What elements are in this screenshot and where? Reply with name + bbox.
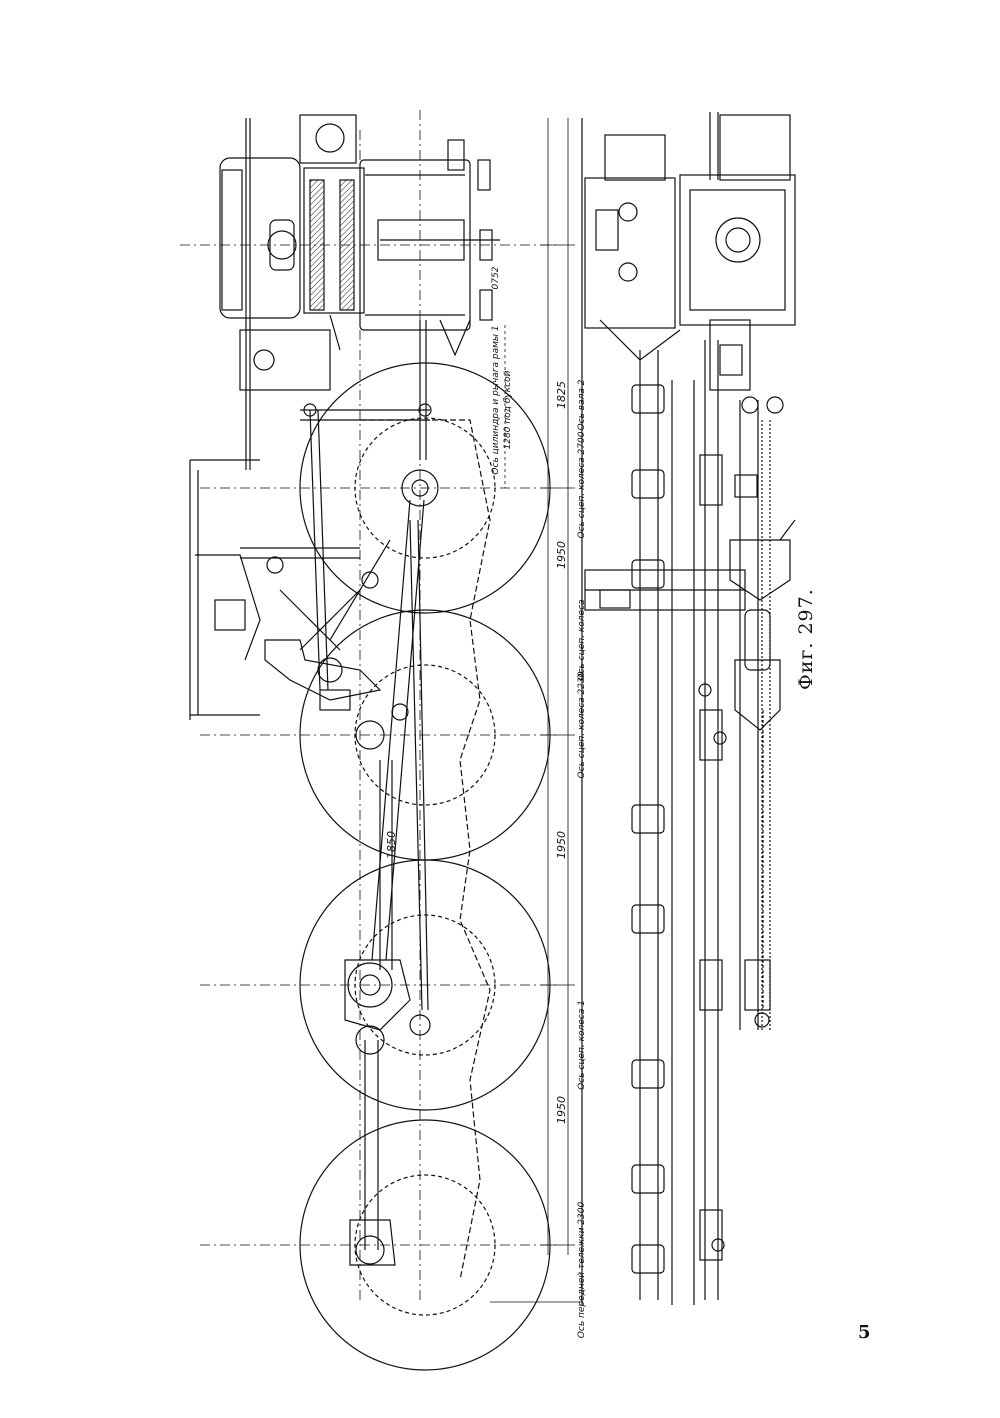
annotation-1: Ось цилиндра и рычага рамы 1 [491,325,501,474]
dim-1850: 1850 [385,831,398,859]
annotation-2: 1280 под буксой [503,370,513,449]
dim-1950-b: 1950 [555,831,568,859]
annotation-4: Ось сцеп. колеса 2700 [577,431,587,538]
dim-1950-c: 1950 [555,1096,568,1124]
dimension-lines [490,118,580,1303]
annotation-3: Ось вала 2 [577,379,587,430]
page-number: 5 [858,1322,871,1343]
annotation-6: Ось сцеп. колеса 2230 [577,671,587,778]
dimension-texts: 1825 1950 1950 1950 1850 Ось цилиндра и … [385,266,587,1338]
annotation-7: Ось сцеп. колеса 1 [577,1000,587,1090]
dim-1825: 1825 [555,381,568,409]
annotation-10: 0752 [491,266,501,289]
side-elevation-view [180,110,560,1371]
dim-1950-a: 1950 [555,541,568,569]
annotation-8: Ось передней тележки 2300 [577,1202,587,1339]
figure-caption: Фиг. 297. [795,588,817,690]
annotation-5: Ось сцеп. колеса [577,599,587,680]
plan-view [581,112,796,1305]
